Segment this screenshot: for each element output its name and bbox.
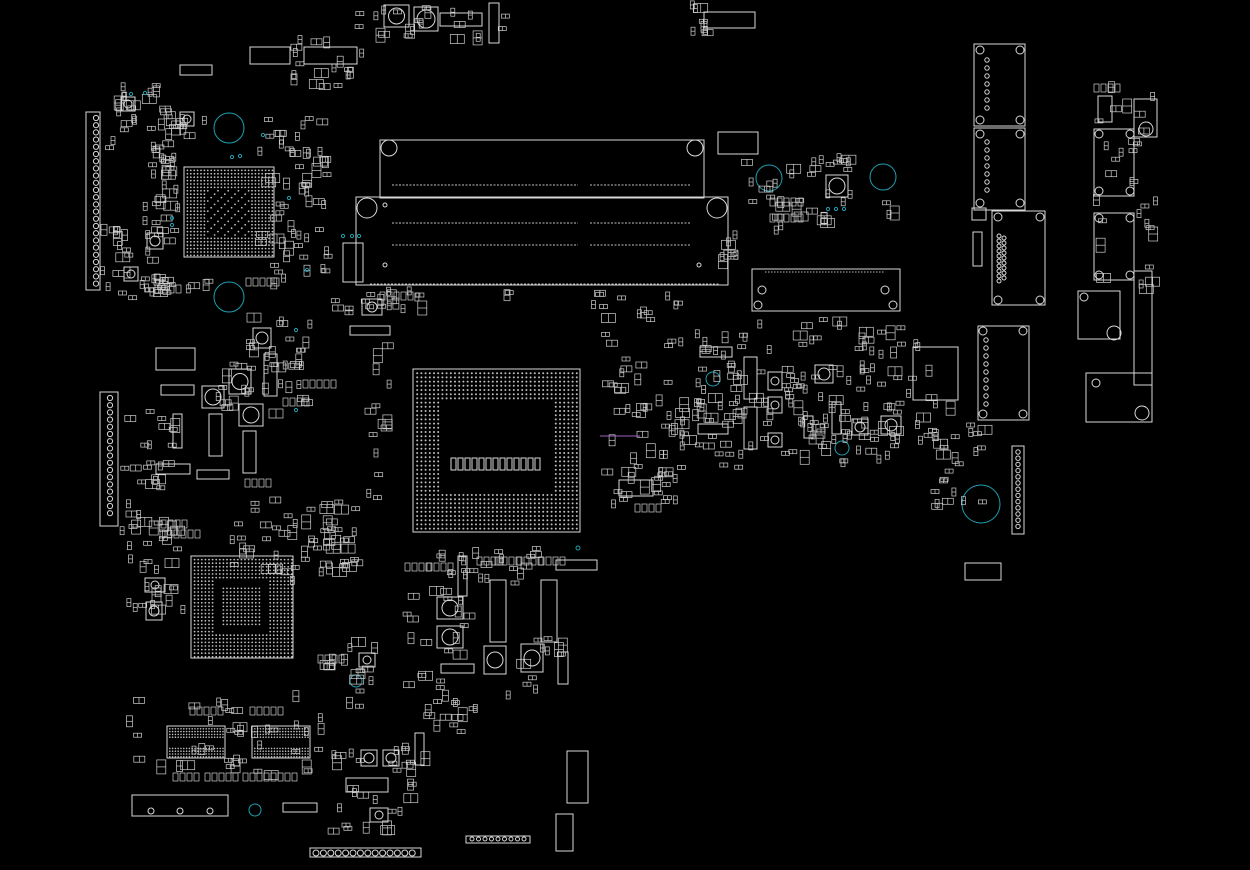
- connector-mid-right: [751, 268, 901, 312]
- connector-bottom-small: [465, 835, 531, 844]
- passive-components: [100, 0, 1160, 836]
- bga-chip-gpu: [190, 555, 294, 659]
- connector-right-middle: [1011, 445, 1025, 535]
- bga-chip-vram-left: [166, 725, 226, 759]
- right-edge-ports: [971, 95, 1158, 423]
- connector-bottom-left: [131, 794, 229, 817]
- connector-bottom: [309, 847, 422, 858]
- small-vias: [128, 90, 847, 413]
- sodimm-slot-upper: [379, 139, 705, 199]
- usb-port-stack: [973, 43, 1026, 211]
- misc-components: [155, 2, 1002, 852]
- hdmi-port: [991, 210, 1046, 306]
- bga-chip-pch: [183, 166, 275, 258]
- inductors: [120, 4, 902, 823]
- connector-left-lower: [99, 391, 119, 527]
- mounting-holes: [213, 112, 1001, 817]
- sodimm-slot-lower: [355, 196, 729, 286]
- bga-chip-cpu: [412, 368, 581, 533]
- bga-chip-vram-right: [251, 725, 311, 759]
- lan-port: [977, 325, 1030, 421]
- connector-left-upper: [85, 111, 101, 291]
